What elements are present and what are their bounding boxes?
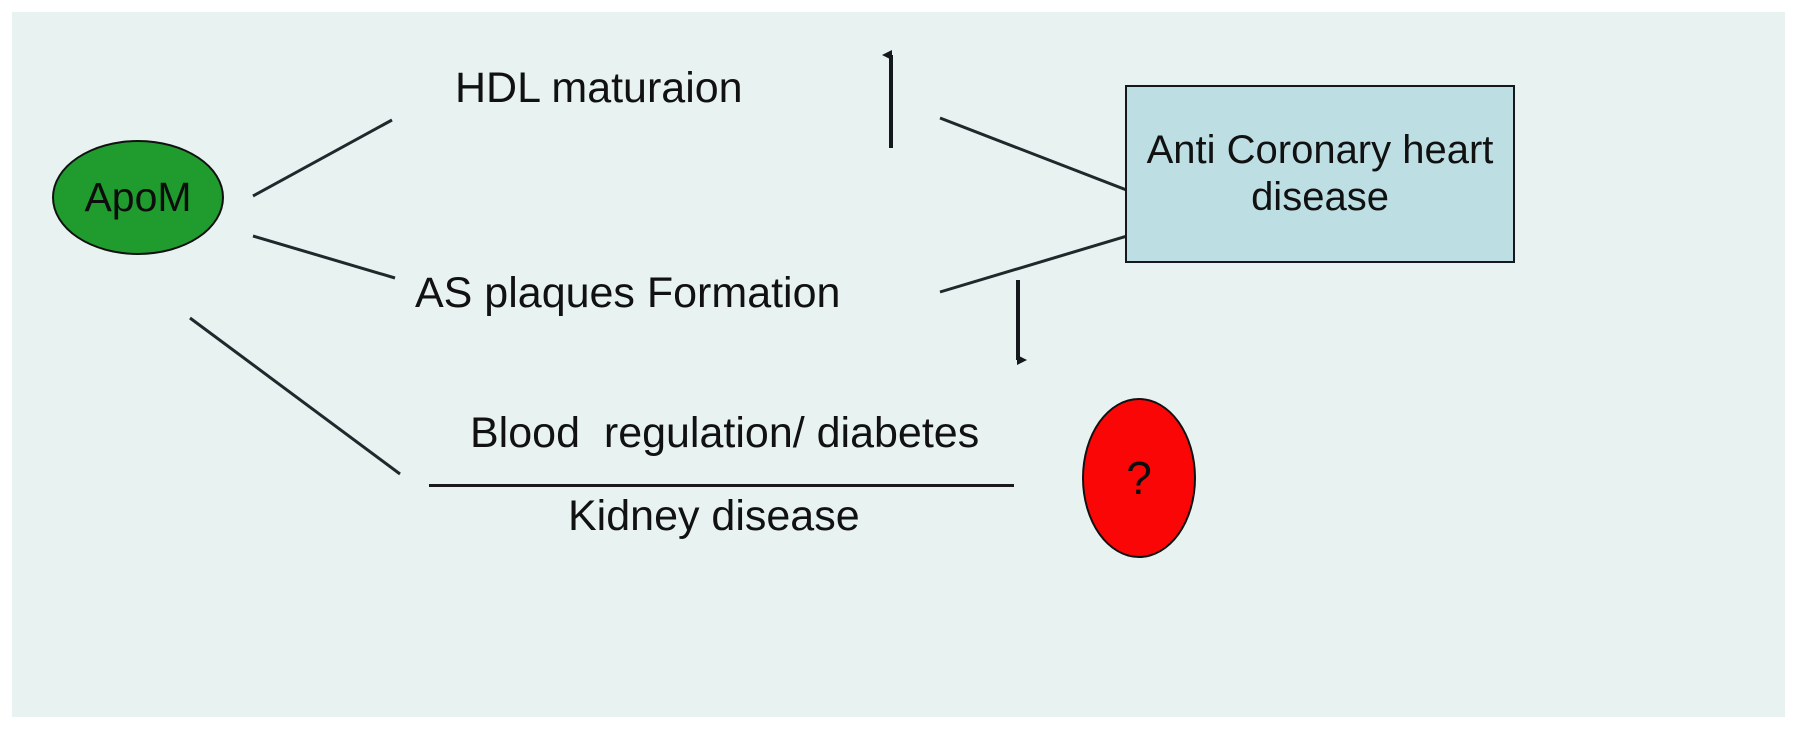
node-anti-coronary-heart-disease[interactable]: Anti Coronary heart disease	[1125, 85, 1515, 263]
node-question-mark[interactable]: ?	[1082, 398, 1196, 558]
process-label-as-plaques-formation: AS plaques Formation	[415, 269, 841, 317]
node-question-label: ?	[1126, 452, 1152, 504]
divider-line	[429, 484, 1014, 487]
process-label-kidney-disease: Kidney disease	[568, 492, 860, 540]
node-apom-label: ApoM	[84, 174, 192, 220]
diagram-panel	[12, 12, 1785, 717]
process-label-blood-regulation-diabetes: Blood regulation/ diabetes	[470, 409, 980, 457]
node-apom[interactable]: ApoM	[52, 140, 224, 255]
node-outcome-label: Anti Coronary heart disease	[1146, 127, 1494, 219]
process-label-hdl-maturation: HDL maturaion	[455, 64, 743, 112]
